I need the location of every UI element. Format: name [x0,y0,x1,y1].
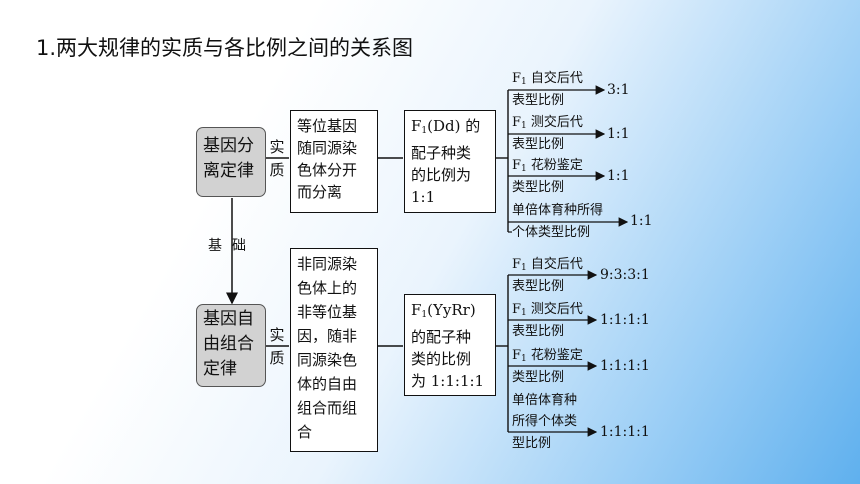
segregation-law-line1: 基因分 [203,136,254,156]
bottom-branch-2-label: F1 测交后代 [512,302,583,318]
bottom-branch-3-label2: 类型比例 [512,370,565,385]
top-branch-1-value: 3:1 [607,82,630,98]
bottom-branch-2-label2: 表型比例 [512,324,565,339]
top-branch-2-label2: 表型比例 [512,137,565,152]
assortment-law-line2: 由组合 [203,334,254,354]
bottom-branch-2-value: 1:1:1:1 [600,312,650,328]
top-branch-1-label2: 表型比例 [512,93,565,108]
top-essence-label: 实 质 [269,138,285,179]
bottom-branch-1-value: 9:3:3:1 [600,267,650,283]
top-branch-4-label2: 个体类型比例 [512,225,591,240]
assortment-law-line1: 基因自 [203,309,254,329]
bottom-branch-1-label: F1 自交后代 [512,257,583,273]
segregation-law-box: 基因分 离定律 [196,127,266,197]
bottom-branch-1-label2: 表型比例 [512,279,565,294]
top-branch-4-value: 1:1 [630,213,653,229]
top-f1-ratio-box: F1(Dd) 的 配子种类 的比例为 1:1 [404,110,496,213]
bottom-branch-4-label2: 所得个体类 [512,414,578,429]
independent-assortment-law-box: 基因自 由组合 定律 [196,304,266,387]
bottom-branch-4-label: 单倍体育种 [512,393,578,408]
bottom-essence-box: 非同源染 色体上的 非等位基 因，随非 同源染色 体的自由 组合而组 合 [290,248,378,452]
segregation-law-line2: 离定律 [203,161,254,181]
top-essence-box: 等位基因 随同源染 色体分开 而分离 [290,110,378,213]
top-branch-3-value: 1:1 [607,168,630,184]
top-branch-4-label: 单倍体育种所得 [512,203,604,218]
top-branch-1-label: F1 自交后代 [512,71,583,87]
top-branch-2-value: 1:1 [607,126,630,142]
bottom-branch-4-label3: 型比例 [512,436,552,451]
bottom-branch-3-value: 1:1:1:1 [600,358,650,374]
assortment-law-line3: 定律 [203,359,237,379]
top-branch-3-label2: 类型比例 [512,180,565,195]
foundation-label: 基础 [208,238,246,254]
top-branch-2-label: F1 测交后代 [512,115,583,131]
bottom-essence-label: 实 质 [269,326,285,367]
top-branch-3-label: F1 花粉鉴定 [512,158,583,174]
bottom-branch-3-label: F1 花粉鉴定 [512,348,583,364]
bottom-f1-ratio-box: F1(YyRr) 的配子种 类的比例 为 1:1:1:1 [404,294,496,396]
bottom-branch-4-value: 1:1:1:1 [600,424,650,440]
page-title: 1.两大规律的实质与各比例之间的关系图 [36,36,414,60]
